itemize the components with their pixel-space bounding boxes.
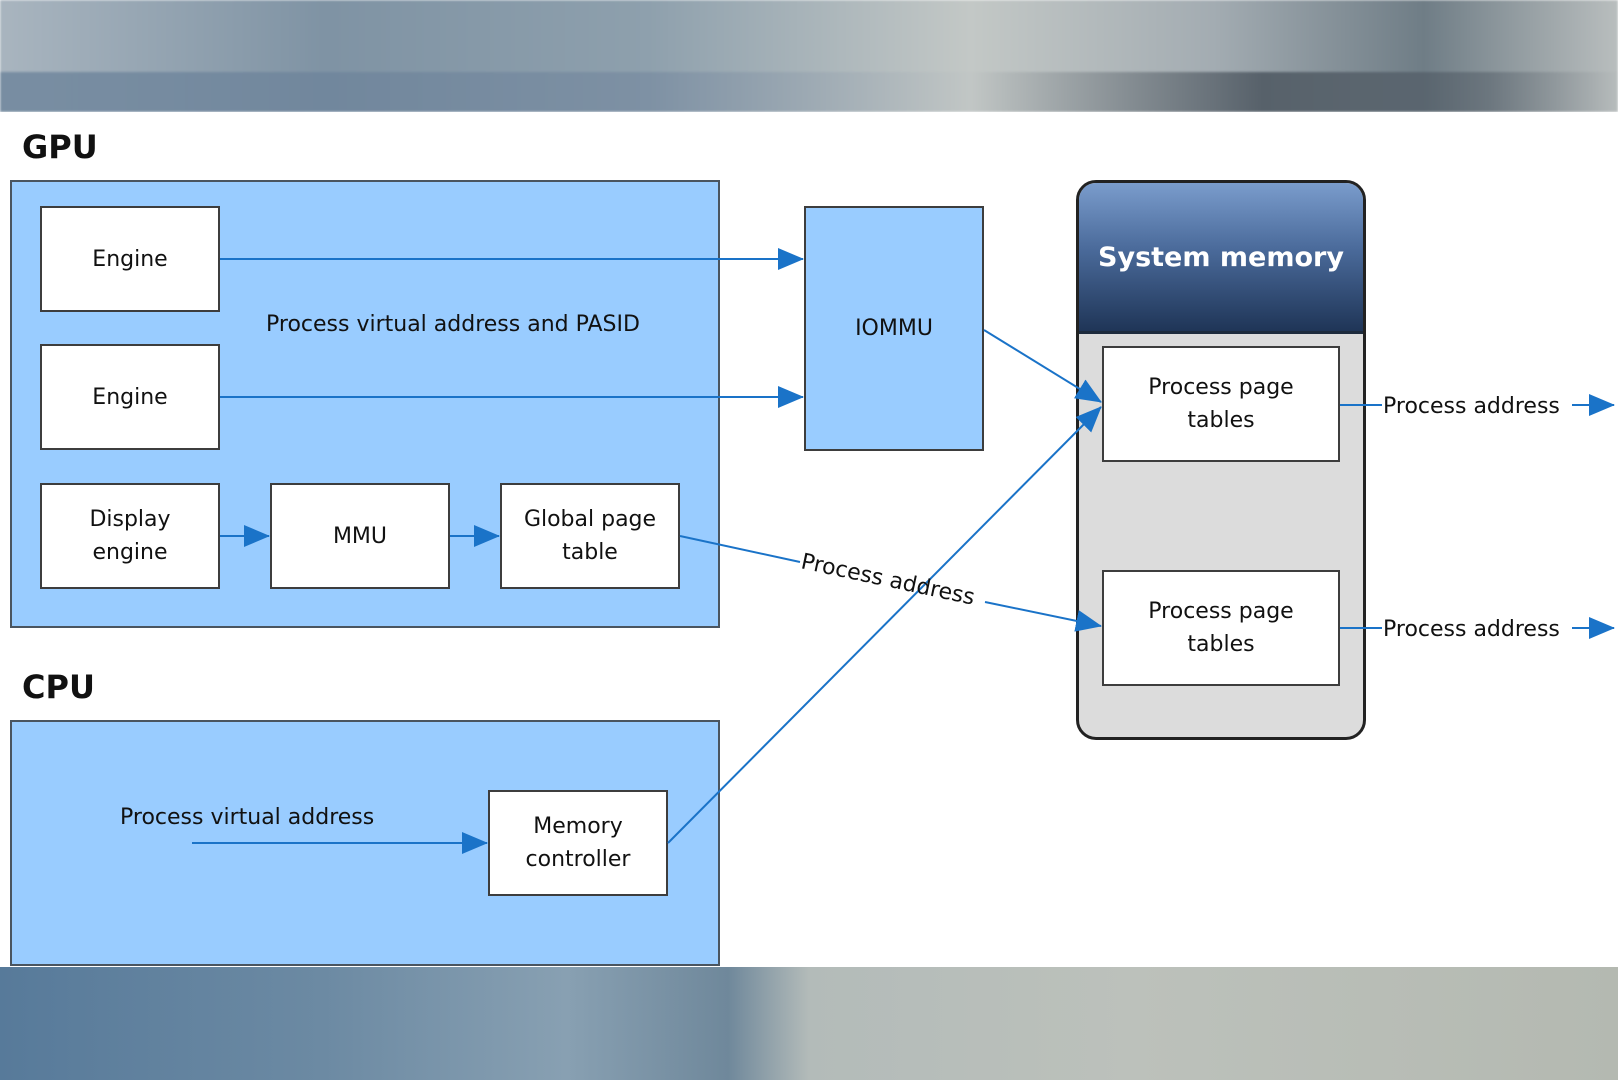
process-page-tables-box-1: Process page tables [1102, 346, 1340, 462]
cpu-title: CPU [22, 668, 95, 706]
iommu-box: IOMMU [804, 206, 984, 451]
display-engine-box: Display engine [40, 483, 220, 589]
system-memory-header: System memory [1079, 183, 1363, 334]
gpu-flow-label: Process virtual address and PASID [266, 312, 640, 337]
global-page-table-box: Global page table [500, 483, 680, 589]
blurred-background-bottom [0, 967, 1618, 1080]
process-page-tables-box-2: Process page tables [1102, 570, 1340, 686]
engine-box-2: Engine [40, 344, 220, 450]
memory-controller-box: Memory controller [488, 790, 668, 896]
mmu-box: MMU [270, 483, 450, 589]
engine-box-1: Engine [40, 206, 220, 312]
cpu-flow-label: Process virtual address [120, 805, 375, 830]
gpu-title: GPU [22, 128, 98, 166]
blurred-background-top [0, 0, 1618, 112]
